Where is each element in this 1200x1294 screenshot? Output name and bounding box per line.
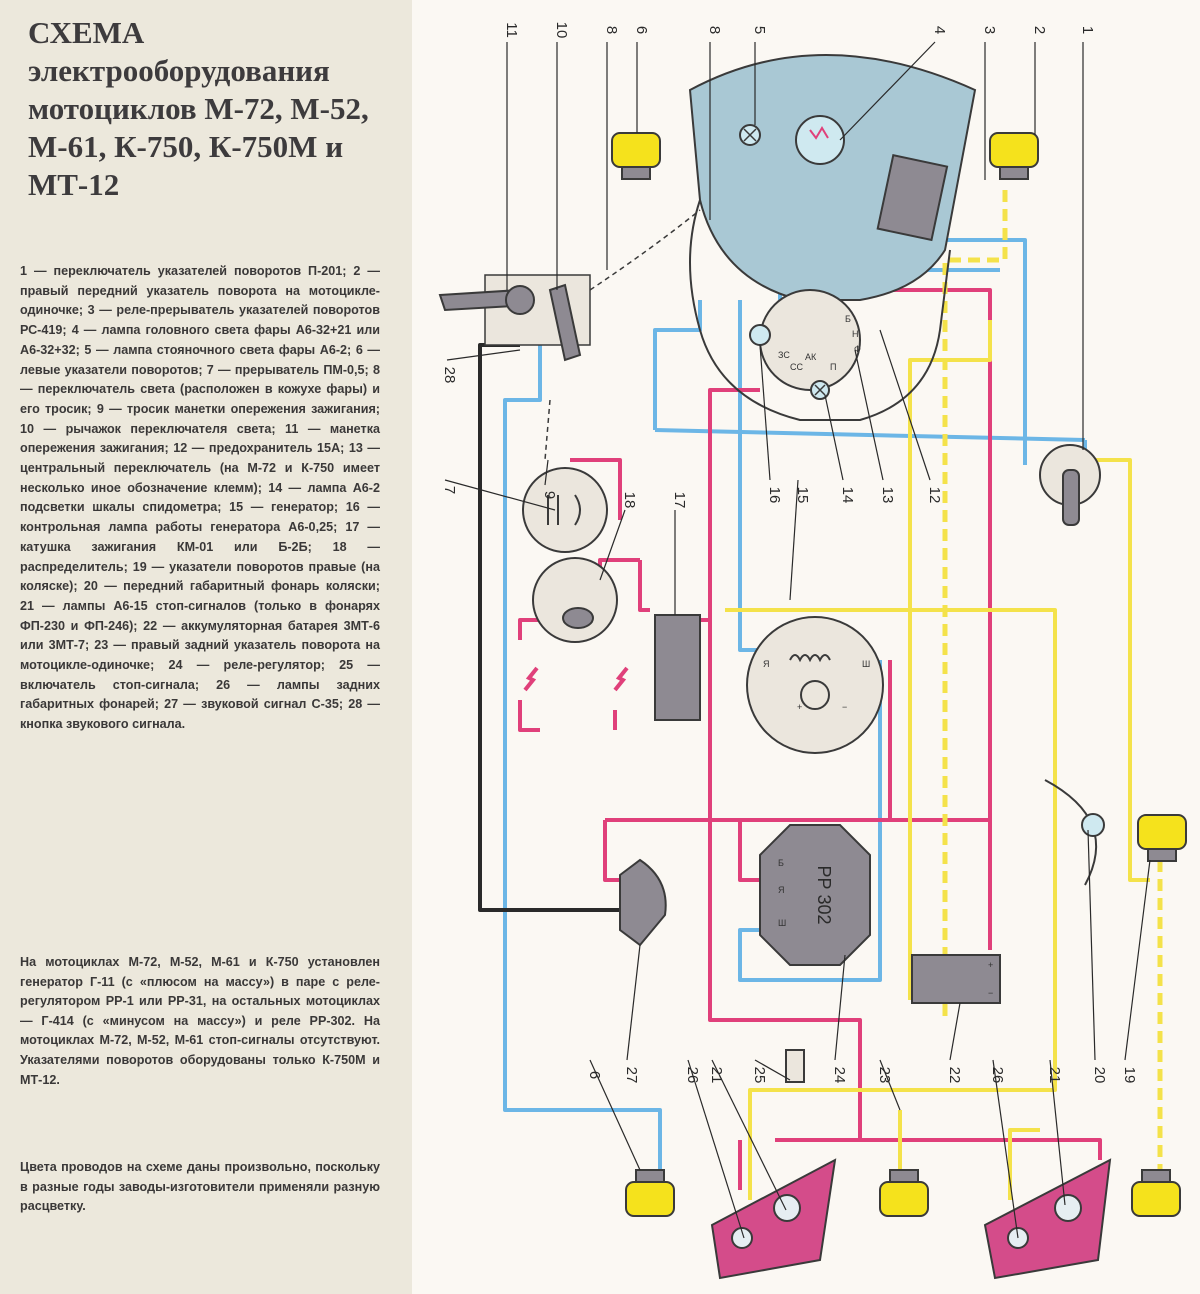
- motorcycle-tail-light: [710, 1158, 837, 1280]
- turn-signal-lamps: [611, 132, 1187, 1217]
- stop-lamp-icon: [1054, 1194, 1082, 1222]
- switch-terminal-f: Ф: [854, 344, 861, 354]
- switch-terminal-zs: ЗС: [778, 350, 790, 360]
- ignition-coil: [654, 614, 701, 721]
- component-legend: 1 — переключатель указателей поворотов П…: [20, 264, 380, 732]
- callout-20: 20: [1091, 1067, 1108, 1084]
- callout-18: 18: [621, 492, 638, 509]
- callout-24: 24: [831, 1067, 848, 1084]
- wiring-diagram: Б Н Ф ЗС П АК СС: [412, 0, 1200, 1294]
- callout-17: 17: [671, 492, 688, 509]
- callout-3: 3: [981, 26, 998, 34]
- callout-23: 23: [876, 1067, 893, 1084]
- battery: + −: [911, 954, 1001, 1004]
- rear-right-turn-lamp: [879, 1169, 929, 1217]
- switch-terminal-ss: СС: [790, 362, 803, 372]
- generator-terminal-ya: Я: [763, 659, 770, 669]
- switch-terminal-p: П: [830, 362, 836, 372]
- tail-lights: [710, 1158, 1112, 1280]
- callout-9: 9: [541, 491, 558, 499]
- callout-6-rear: 6: [586, 1071, 603, 1079]
- wiring-diagram-svg: Б Н Ф ЗС П АК СС: [438, 22, 1187, 1280]
- callout-numbers: 1 2 3 4 5 8 6 8 10 11 28 7 9 18 17 16 15…: [441, 22, 1138, 1084]
- flasher-relay: [876, 154, 949, 242]
- sidecar-tail-light: [983, 1158, 1112, 1280]
- regulator-terminal-ya: Я: [778, 885, 785, 895]
- regulator-label: РР 302: [814, 865, 834, 924]
- battery-plus: +: [988, 960, 993, 970]
- title-line-1: СХЕМА: [28, 15, 145, 50]
- battery-minus: −: [988, 988, 993, 998]
- callout-15: 15: [794, 487, 811, 504]
- front-left-turn-lamp: [611, 132, 661, 180]
- callout-1: 1: [1079, 26, 1096, 34]
- switch-terminal-n: Н: [852, 329, 859, 339]
- light-switch-lever: [548, 283, 582, 362]
- callout-10: 10: [553, 22, 570, 39]
- turn-signal-switch: [1039, 444, 1101, 526]
- front-right-turn-lamp: [989, 132, 1039, 180]
- callout-13: 13: [879, 487, 896, 504]
- page-title: СХЕМА электрооборудования мотоциклов М-7…: [28, 14, 398, 204]
- callout-8-cable: 8: [603, 26, 620, 34]
- sidecar-rear-turn-lamp: [1131, 1169, 1181, 1217]
- callout-6-top: 6: [633, 26, 650, 34]
- regulator-terminal-sh: Ш: [778, 918, 786, 928]
- regulator-terminal-b: Б: [778, 858, 784, 868]
- handlebar-controls: [438, 209, 701, 461]
- generator-plus-sign: +: [797, 702, 802, 712]
- title-line-2: электрооборудования мотоциклов М-72, М-5…: [28, 53, 369, 202]
- callout-4: 4: [931, 26, 948, 34]
- rear-left-turn-lamp: [625, 1169, 675, 1217]
- sidecar-front-turn-lamp: [1137, 814, 1187, 862]
- generator: Я Ш + −: [746, 616, 884, 754]
- callout-11: 11: [503, 22, 520, 38]
- light-switch-cable: [589, 209, 701, 291]
- headlight: [688, 54, 977, 421]
- text-column: СХЕМА электрооборудования мотоциклов М-7…: [0, 0, 413, 1294]
- generator-warning-lamp-icon: [749, 324, 771, 346]
- stop-lamp-icon: [773, 1194, 801, 1222]
- callout-8-top: 8: [706, 26, 723, 34]
- callout-28: 28: [441, 367, 458, 384]
- horn: [619, 858, 667, 947]
- headlight-lamp-icon: [795, 115, 845, 165]
- callout-22: 22: [946, 1067, 963, 1084]
- switch-terminal-b: Б: [845, 314, 851, 324]
- spark-plugs: [518, 666, 629, 730]
- generator-terminal-sh: Ш: [862, 659, 870, 669]
- distributor: [532, 557, 618, 643]
- stop-signal-switch: [785, 1049, 805, 1083]
- switch-terminal-ak: АК: [805, 352, 817, 362]
- callout-25: 25: [751, 1067, 768, 1084]
- voltage-regulator: РР 302 Б Я Ш: [759, 824, 871, 966]
- callout-5: 5: [751, 26, 768, 34]
- callout-27: 27: [623, 1067, 640, 1084]
- ignition-advance-cable: [544, 399, 551, 461]
- generator-note: На мотоциклах М-72, М-52, М-61 и К-750 у…: [20, 955, 380, 1087]
- callout-2: 2: [1031, 26, 1048, 34]
- central-switch: Б Н Ф ЗС П АК СС: [749, 289, 861, 400]
- callout-26: 26: [684, 1067, 701, 1084]
- wire-colors-note: Цвета проводов на схеме даны произвольно…: [20, 1160, 380, 1214]
- callout-21-sidecar: 21: [1046, 1067, 1063, 1084]
- contact-breaker: [522, 467, 608, 553]
- sidecar-front-marker: [1044, 779, 1105, 886]
- yellow-dashed-wires: [942, 190, 1163, 1170]
- callout-16: 16: [766, 487, 783, 504]
- callout-leaders: [444, 41, 1151, 1239]
- callout-7: 7: [441, 486, 458, 494]
- callout-14: 14: [839, 487, 856, 504]
- tail-lamp-icon: [731, 1227, 753, 1249]
- callout-21: 21: [708, 1067, 725, 1084]
- callout-19: 19: [1121, 1067, 1138, 1084]
- callout-26-sidecar: 26: [989, 1067, 1006, 1084]
- generator-minus-sign: −: [842, 702, 847, 712]
- callout-12: 12: [926, 487, 943, 504]
